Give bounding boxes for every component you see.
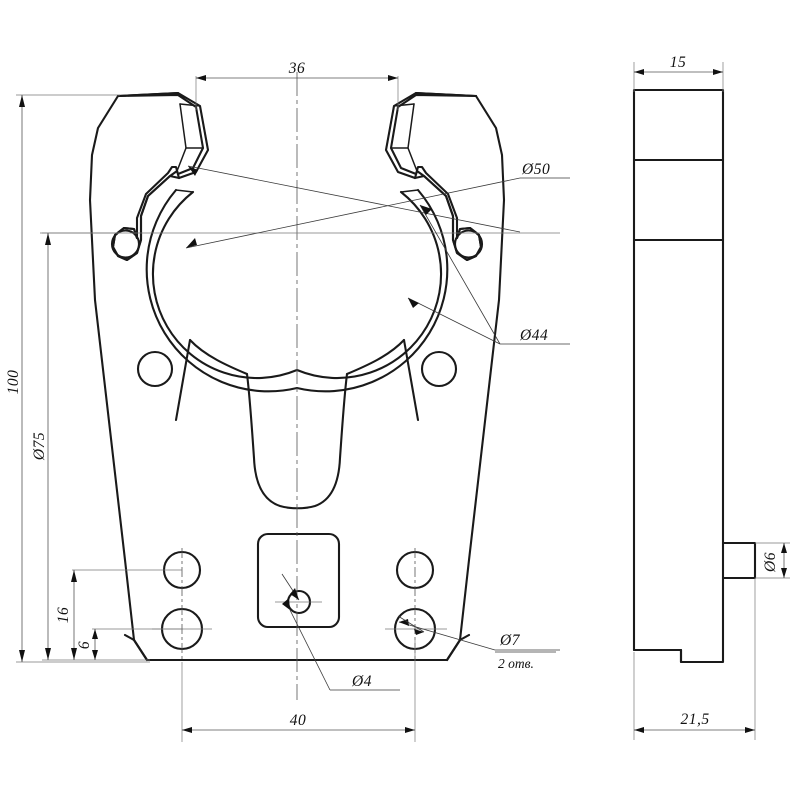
- front-view: 36 100 Ø75 16 6 40: [5, 60, 570, 742]
- leader-line-d7b: [397, 615, 425, 633]
- arrow-d75-bottom: [45, 648, 51, 660]
- center-stem-left: [245, 372, 349, 510]
- arrow-15-right: [713, 69, 723, 75]
- left-hook-ball: [110, 229, 141, 259]
- dim-label-d44: Ø44: [519, 327, 548, 344]
- top-edge-left: [116, 91, 180, 98]
- arrow-100-top: [19, 95, 25, 107]
- right-hook: [413, 174, 483, 262]
- arrow-40-left: [182, 727, 192, 733]
- arrow-d50b: [188, 166, 198, 176]
- arrow-16-bottom: [71, 648, 77, 660]
- stem-shoulder-right: [345, 338, 406, 376]
- upper-right-hole: [420, 350, 458, 388]
- left-hook: [111, 174, 181, 262]
- dim-label-100: 100: [5, 370, 22, 395]
- right-jaw-facet: [385, 103, 416, 179]
- arrow-16-top: [71, 570, 77, 582]
- dim-label-6: 6: [76, 641, 93, 649]
- left-jaw-facet: [178, 103, 209, 179]
- arrow-40-right: [405, 727, 415, 733]
- stem-shoulder-left: [188, 338, 249, 376]
- dim-label-15: 15: [670, 54, 687, 71]
- plate-bottom-shoulder-right: [458, 633, 471, 642]
- arrow-215-left: [634, 727, 644, 733]
- leader-line-d44b: [419, 204, 501, 345]
- flank-right: [402, 338, 420, 422]
- plate-right-edge: [445, 94, 506, 662]
- side-body-outline: [632, 88, 725, 664]
- arrow-d7-outer: [414, 629, 424, 635]
- arrow-36-left: [196, 75, 206, 81]
- clamp-arc-cap-left: [175, 189, 194, 193]
- plate-bottom-shoulder-left: [123, 633, 136, 642]
- arrow-d44b: [420, 205, 432, 215]
- arrow-d44: [408, 298, 419, 308]
- left-jaw-facet-inner: [176, 103, 187, 172]
- arrow-6-bottom: [92, 650, 98, 660]
- leader-line-d4: [289, 609, 331, 691]
- right-hook-ball: [453, 229, 484, 259]
- upper-left-hole: [136, 350, 174, 388]
- leader-line-d50b: [187, 165, 521, 233]
- arrow-d7-inner: [399, 619, 409, 626]
- flank-left: [174, 338, 192, 422]
- dim-label-36: 36: [288, 60, 306, 77]
- arrow-d75-top: [45, 233, 51, 245]
- arrow-15-left: [634, 69, 644, 75]
- side-boss: [721, 541, 757, 580]
- dim-label-d4: Ø4: [351, 673, 372, 690]
- dim-label-d7-qty: 2 отв.: [498, 656, 534, 671]
- arrow-d6-bottom: [781, 568, 787, 578]
- dim-label-16: 16: [55, 607, 72, 624]
- plate-bottom-right-chamfer: [445, 638, 462, 662]
- arrow-36-right: [388, 75, 398, 81]
- arrow-d4-lower: [282, 598, 290, 610]
- dim-label-d50: Ø50: [521, 161, 550, 178]
- arrow-d6-top: [781, 543, 787, 553]
- dim-label-40: 40: [290, 712, 307, 729]
- right-jaw-facet-inner: [407, 103, 418, 172]
- side-view: 15 Ø6 21,5: [632, 54, 790, 740]
- top-edge-right: [414, 91, 478, 98]
- leader-line-d7: [398, 621, 496, 651]
- plate-bottom-left-chamfer: [132, 638, 149, 662]
- leader-line-d44: [407, 297, 501, 345]
- arrow-215-right: [745, 727, 755, 733]
- plate-left-edge: [88, 94, 149, 662]
- arrow-d4-upper: [290, 588, 299, 600]
- arrow-100-bottom: [19, 650, 25, 662]
- dim-label-d75: Ø75: [31, 432, 48, 461]
- dim-label-d7: Ø7: [499, 632, 521, 649]
- dim-label-215: 21,5: [680, 711, 709, 728]
- arrow-6-top: [92, 629, 98, 639]
- clamp-arc-cap-right: [400, 189, 419, 193]
- leader-line-d50: [185, 177, 521, 249]
- dim-label-d6: Ø6: [762, 552, 779, 573]
- arrow-d50: [186, 238, 197, 248]
